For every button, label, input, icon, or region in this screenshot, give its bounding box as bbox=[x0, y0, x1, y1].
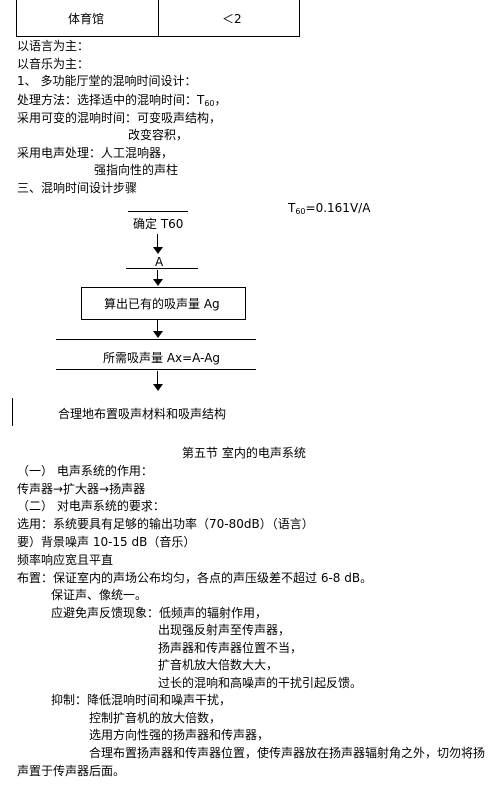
flow-step-arrange-materials: 合理地布置吸声材料和吸声结构 bbox=[58, 407, 227, 421]
flow-line-above-required bbox=[56, 339, 256, 340]
flow-arrow-4 bbox=[153, 371, 163, 391]
req-output-power: 选用：系统要具有足够的输出功率（70-80dB）（语言） bbox=[17, 517, 314, 531]
reverb-formula: T60=0.161V/A bbox=[288, 202, 370, 216]
req-sound-image: 保证声、像统一。 bbox=[51, 588, 148, 602]
flow-step-determine-t60: 确定 T60 bbox=[133, 217, 184, 231]
req-layout-uniform: 布置：保证室内的声场公布均匀，各点的声压级差不超过 6-8 dB。 bbox=[17, 571, 373, 585]
flow-arrow-3 bbox=[153, 320, 163, 338]
flow-step-a: A bbox=[155, 255, 164, 269]
line-design-steps-heading: 三、混响时间设计步骤 bbox=[17, 181, 138, 195]
table-cell-value: ＜2 bbox=[222, 12, 242, 26]
margin-bar bbox=[12, 398, 13, 426]
table-border-left bbox=[16, 0, 17, 36]
treatment-text: 处理方法：选择适中的混响时间：T bbox=[17, 93, 205, 107]
formula-t: T bbox=[288, 201, 296, 215]
suppress-gain: 控制扩音机的放大倍数， bbox=[89, 711, 222, 725]
line-treatment-method: 处理方法：选择适中的混响时间：T60， bbox=[17, 94, 227, 108]
req-strong-reflection: 出现强反射声至传声器， bbox=[158, 623, 291, 637]
signal-chain: 传声器→扩大器→扬声器 bbox=[17, 482, 146, 496]
section-title: 第五节 室内的电声系统 bbox=[182, 446, 306, 460]
line-directional-column: 强指向性的声柱 bbox=[94, 163, 179, 177]
heading-system-requirements: （二） 对电声系统的要求： bbox=[17, 499, 165, 513]
line-music-primary: 以音乐为主： bbox=[17, 57, 90, 71]
heading-system-role: （一） 电声系统的作用： bbox=[17, 464, 153, 478]
flow-arrow-1 bbox=[153, 234, 163, 254]
table-border-middle bbox=[158, 0, 159, 36]
line-variable-reverb: 采用可变的混响时间：可变吸声结构， bbox=[17, 111, 222, 125]
line-speech-primary: 以语言为主： bbox=[17, 39, 90, 53]
suppress-directional: 选用方向性强的扬声器和传声器， bbox=[89, 728, 270, 742]
req-background-noise: 要）背景噪声 10-15 dB（音乐） bbox=[17, 535, 196, 549]
line-electroacoustic: 采用电声处理：人工混响器， bbox=[17, 146, 174, 160]
flow-top-line bbox=[128, 211, 188, 212]
treatment-comma: ， bbox=[214, 93, 227, 107]
flow-step-existing-absorption: 算出已有的吸声量 Ag bbox=[104, 297, 220, 311]
flow-a-underline bbox=[126, 268, 198, 269]
req-frequency-response: 频率响应宽且平直 bbox=[17, 553, 114, 567]
suppress-heading: 抑制：降低混响时间和噪声干扰， bbox=[51, 693, 232, 707]
req-avoid-feedback: 应避免声反馈现象：低频声的辐射作用， bbox=[51, 606, 268, 620]
flow-line-below-required bbox=[56, 369, 256, 370]
table-cell-venue: 体育馆 bbox=[68, 12, 105, 26]
req-improper-position: 扬声器和传声器位置不当， bbox=[158, 641, 303, 655]
flow-arrow-2 bbox=[153, 270, 163, 286]
table-border-bottom bbox=[16, 36, 300, 37]
flow-step-required-absorption: 所需吸声量 Ax=A-Ag bbox=[103, 351, 221, 365]
req-long-reverb: 过长的混响和高噪声的干扰引起反馈。 bbox=[158, 676, 363, 690]
suppress-placement-cont: 声置于传声器后面。 bbox=[17, 764, 126, 778]
suppress-placement: 合理布置扬声器和传声器位置，使传声器放在扬声器辐射角之外，切勿将扬 bbox=[89, 746, 486, 760]
formula-subscript: 60 bbox=[295, 207, 306, 216]
treatment-subscript: 60 bbox=[204, 99, 215, 108]
req-high-gain: 扩音机放大倍数大大， bbox=[158, 658, 279, 672]
flow-box-existing-absorption bbox=[81, 287, 246, 320]
line-change-volume: 改变容积， bbox=[128, 128, 189, 142]
table-border-right bbox=[299, 0, 300, 36]
formula-rest: =0.161V/A bbox=[305, 201, 371, 215]
line-multifunction-heading: 1、 多功能厅堂的混响时间设计： bbox=[17, 74, 197, 88]
